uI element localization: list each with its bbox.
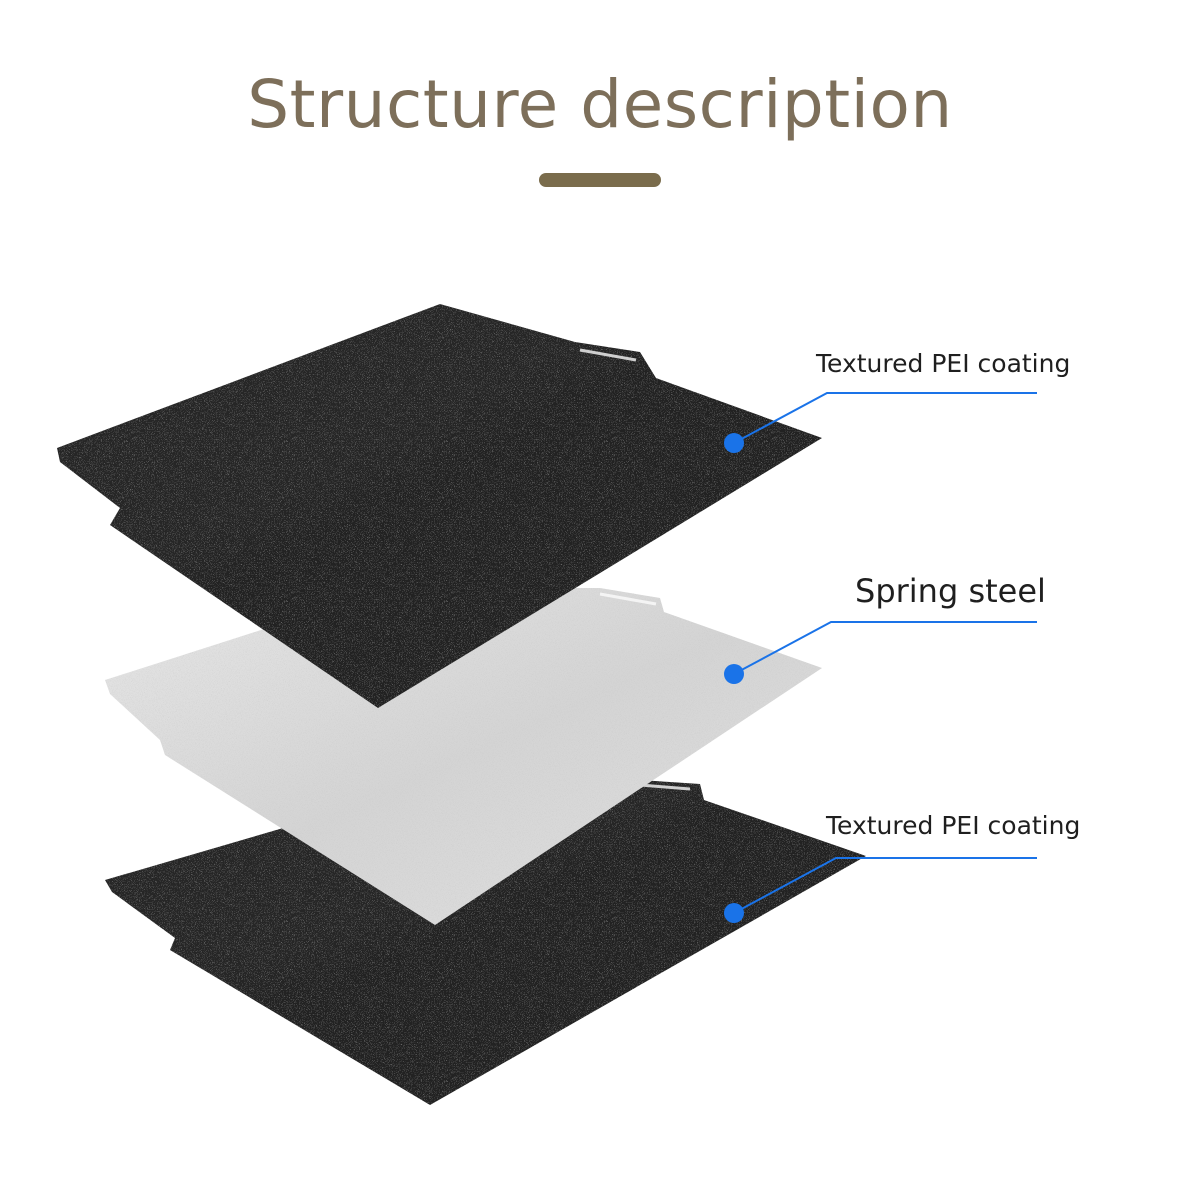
callout-top-pei-dot bbox=[724, 433, 744, 453]
callout-bottom-pei: Textured PEI coating bbox=[724, 811, 1080, 923]
callout-bottom-pei-line bbox=[733, 857, 1037, 914]
callout-spring-steel-label: Spring steel bbox=[855, 572, 1046, 610]
page-title: Structure description bbox=[247, 66, 953, 143]
callout-bottom-pei-dot bbox=[724, 903, 744, 923]
steel-sheet-tab-slot bbox=[599, 592, 657, 606]
callout-spring-steel-dot bbox=[724, 664, 744, 684]
steel-sheet-shape bbox=[105, 588, 822, 925]
callout-spring-steel-line bbox=[733, 621, 1037, 675]
callout-spring-steel: Spring steel bbox=[724, 572, 1046, 684]
callout-top-pei-label: Textured PEI coating bbox=[815, 349, 1070, 378]
layer-spring-steel-sheet bbox=[105, 588, 822, 925]
title-underline bbox=[539, 173, 661, 187]
top-sheet-tab-slot bbox=[579, 348, 637, 362]
callout-bottom-pei-label: Textured PEI coating bbox=[825, 811, 1080, 840]
layer-bottom-pei-sheet bbox=[105, 780, 866, 1105]
bottom-sheet-shape bbox=[105, 780, 866, 1105]
bottom-sheet-tab-slot bbox=[639, 783, 691, 791]
layer-top-pei-sheet bbox=[57, 304, 822, 708]
callout-top-pei-line bbox=[733, 392, 1037, 444]
top-sheet-shape bbox=[57, 304, 822, 708]
callout-top-pei: Textured PEI coating bbox=[724, 349, 1070, 453]
